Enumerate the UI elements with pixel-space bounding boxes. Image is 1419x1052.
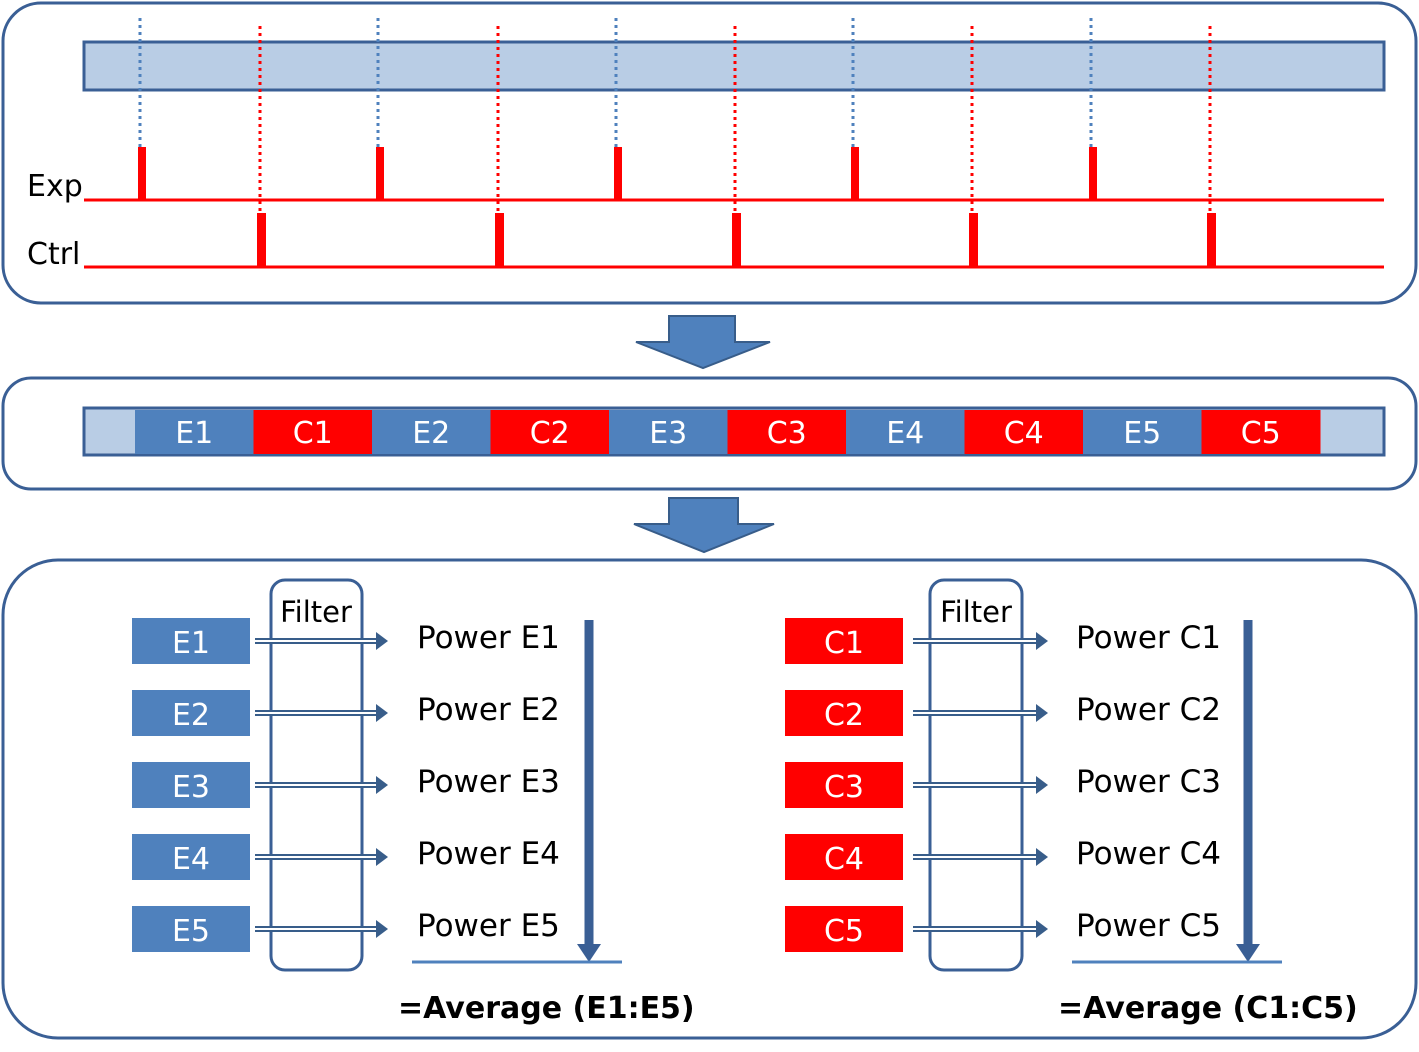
exp-input-box [132, 906, 250, 952]
input-label: E2 [172, 698, 210, 733]
ctrl-pulse [257, 213, 266, 267]
segment-c1 [253, 410, 373, 454]
segment-e2 [372, 410, 491, 454]
segment-label: C4 [1004, 416, 1044, 451]
ctrl-input-box [785, 690, 903, 736]
segment-c5 [1201, 410, 1321, 454]
input-label: E1 [172, 626, 210, 661]
filter-arrow-head [376, 920, 388, 938]
filter-arrow-head [376, 776, 388, 794]
ctrl-filter-label: Filter [940, 595, 1012, 629]
exp-pulse [851, 147, 859, 200]
segment-label: E1 [175, 416, 213, 451]
exp-label: Exp [27, 169, 83, 204]
down-arrow-1 [635, 315, 771, 370]
segment-label: E2 [412, 416, 450, 451]
segment-e1 [135, 410, 254, 454]
exp-input-box [132, 690, 250, 736]
segment-label: C3 [767, 416, 807, 451]
segment-label: E3 [649, 416, 687, 451]
exp-filter-box [269, 578, 364, 972]
ctrl-pulse [969, 213, 978, 267]
segment-e4 [846, 410, 965, 454]
segments: E1 C1 E2 C2 E3 C3 E4 C4 E5 C5 [135, 410, 1321, 454]
ctrl-pulse [495, 213, 504, 267]
power-output-label: Power E4 [417, 836, 560, 872]
ctrl-pulse [1207, 213, 1216, 267]
ctrl-average-arrowhead [1236, 944, 1260, 962]
exp-pulse [376, 147, 384, 200]
power-output-label: Power E5 [417, 908, 560, 944]
segment-label: C2 [530, 416, 570, 451]
exp-filter-label: Filter [280, 595, 352, 629]
power-output-label: Power E3 [417, 764, 560, 800]
segment-label: E4 [886, 416, 924, 451]
segment-label: E5 [1123, 416, 1161, 451]
exp-average-arrowhead [577, 944, 601, 962]
power-output-label: Power C1 [1076, 620, 1221, 656]
segment-c3 [727, 410, 847, 454]
ctrl-pulse [732, 213, 741, 267]
input-label: C3 [824, 770, 864, 805]
filter-arrow-head [1036, 776, 1048, 794]
filter-arrow-head [376, 704, 388, 722]
ctrl-input-box [785, 906, 903, 952]
input-label: C5 [824, 914, 864, 949]
filter-arrow-head [1036, 632, 1048, 650]
segment-label: C1 [293, 416, 333, 451]
down-arrow-2 [633, 497, 775, 554]
power-output-label: Power C4 [1076, 836, 1221, 872]
segment-e5 [1083, 410, 1202, 454]
segment-label: C5 [1241, 416, 1281, 451]
input-label: E4 [172, 842, 210, 877]
ctrl-label: Ctrl [27, 237, 80, 272]
ctrl-input-box [785, 834, 903, 880]
ctrl-input-box [785, 762, 903, 808]
exp-input-box [132, 834, 250, 880]
segment-c2 [490, 410, 610, 454]
exp-input-box [132, 762, 250, 808]
power-output-label: Power C3 [1076, 764, 1221, 800]
exp-pulse [614, 147, 622, 200]
exp-formula: =Average (E1:E5) [398, 991, 695, 1026]
input-label: E3 [172, 770, 210, 805]
ctrl-formula: =Average (C1:C5) [1058, 991, 1358, 1026]
power-output-label: Power C2 [1076, 692, 1221, 728]
segment-c4 [964, 410, 1084, 454]
filter-arrow-head [1036, 848, 1048, 866]
filter-arrow-head [376, 632, 388, 650]
filter-arrow-head [1036, 920, 1048, 938]
input-label: C1 [824, 626, 864, 661]
ctrl-input-box [785, 618, 903, 664]
exp-input-box [132, 618, 250, 664]
exp-pulse [138, 147, 146, 200]
filter-arrow-head [376, 848, 388, 866]
filter-arrow-head [1036, 704, 1048, 722]
ctrl-rows: C1 Power C1 C2 Power C2 C3 Power C3 C4 Power C4… [785, 618, 1221, 952]
exp-pulse [1089, 147, 1097, 200]
power-output-label: Power E1 [417, 620, 560, 656]
input-label: E5 [172, 914, 210, 949]
segment-e3 [609, 410, 728, 454]
ctrl-filter-box [928, 578, 1024, 972]
trigger-markers [138, 18, 1216, 267]
input-label: C2 [824, 698, 864, 733]
power-output-label: Power C5 [1076, 908, 1221, 944]
panel-power-analysis [1, 558, 1418, 1040]
input-label: C4 [824, 842, 864, 877]
power-output-label: Power E2 [417, 692, 560, 728]
exp-rows: E1 Power E1 E2 Power E2 E3 Power E3 E4 Power E4… [132, 618, 560, 952]
